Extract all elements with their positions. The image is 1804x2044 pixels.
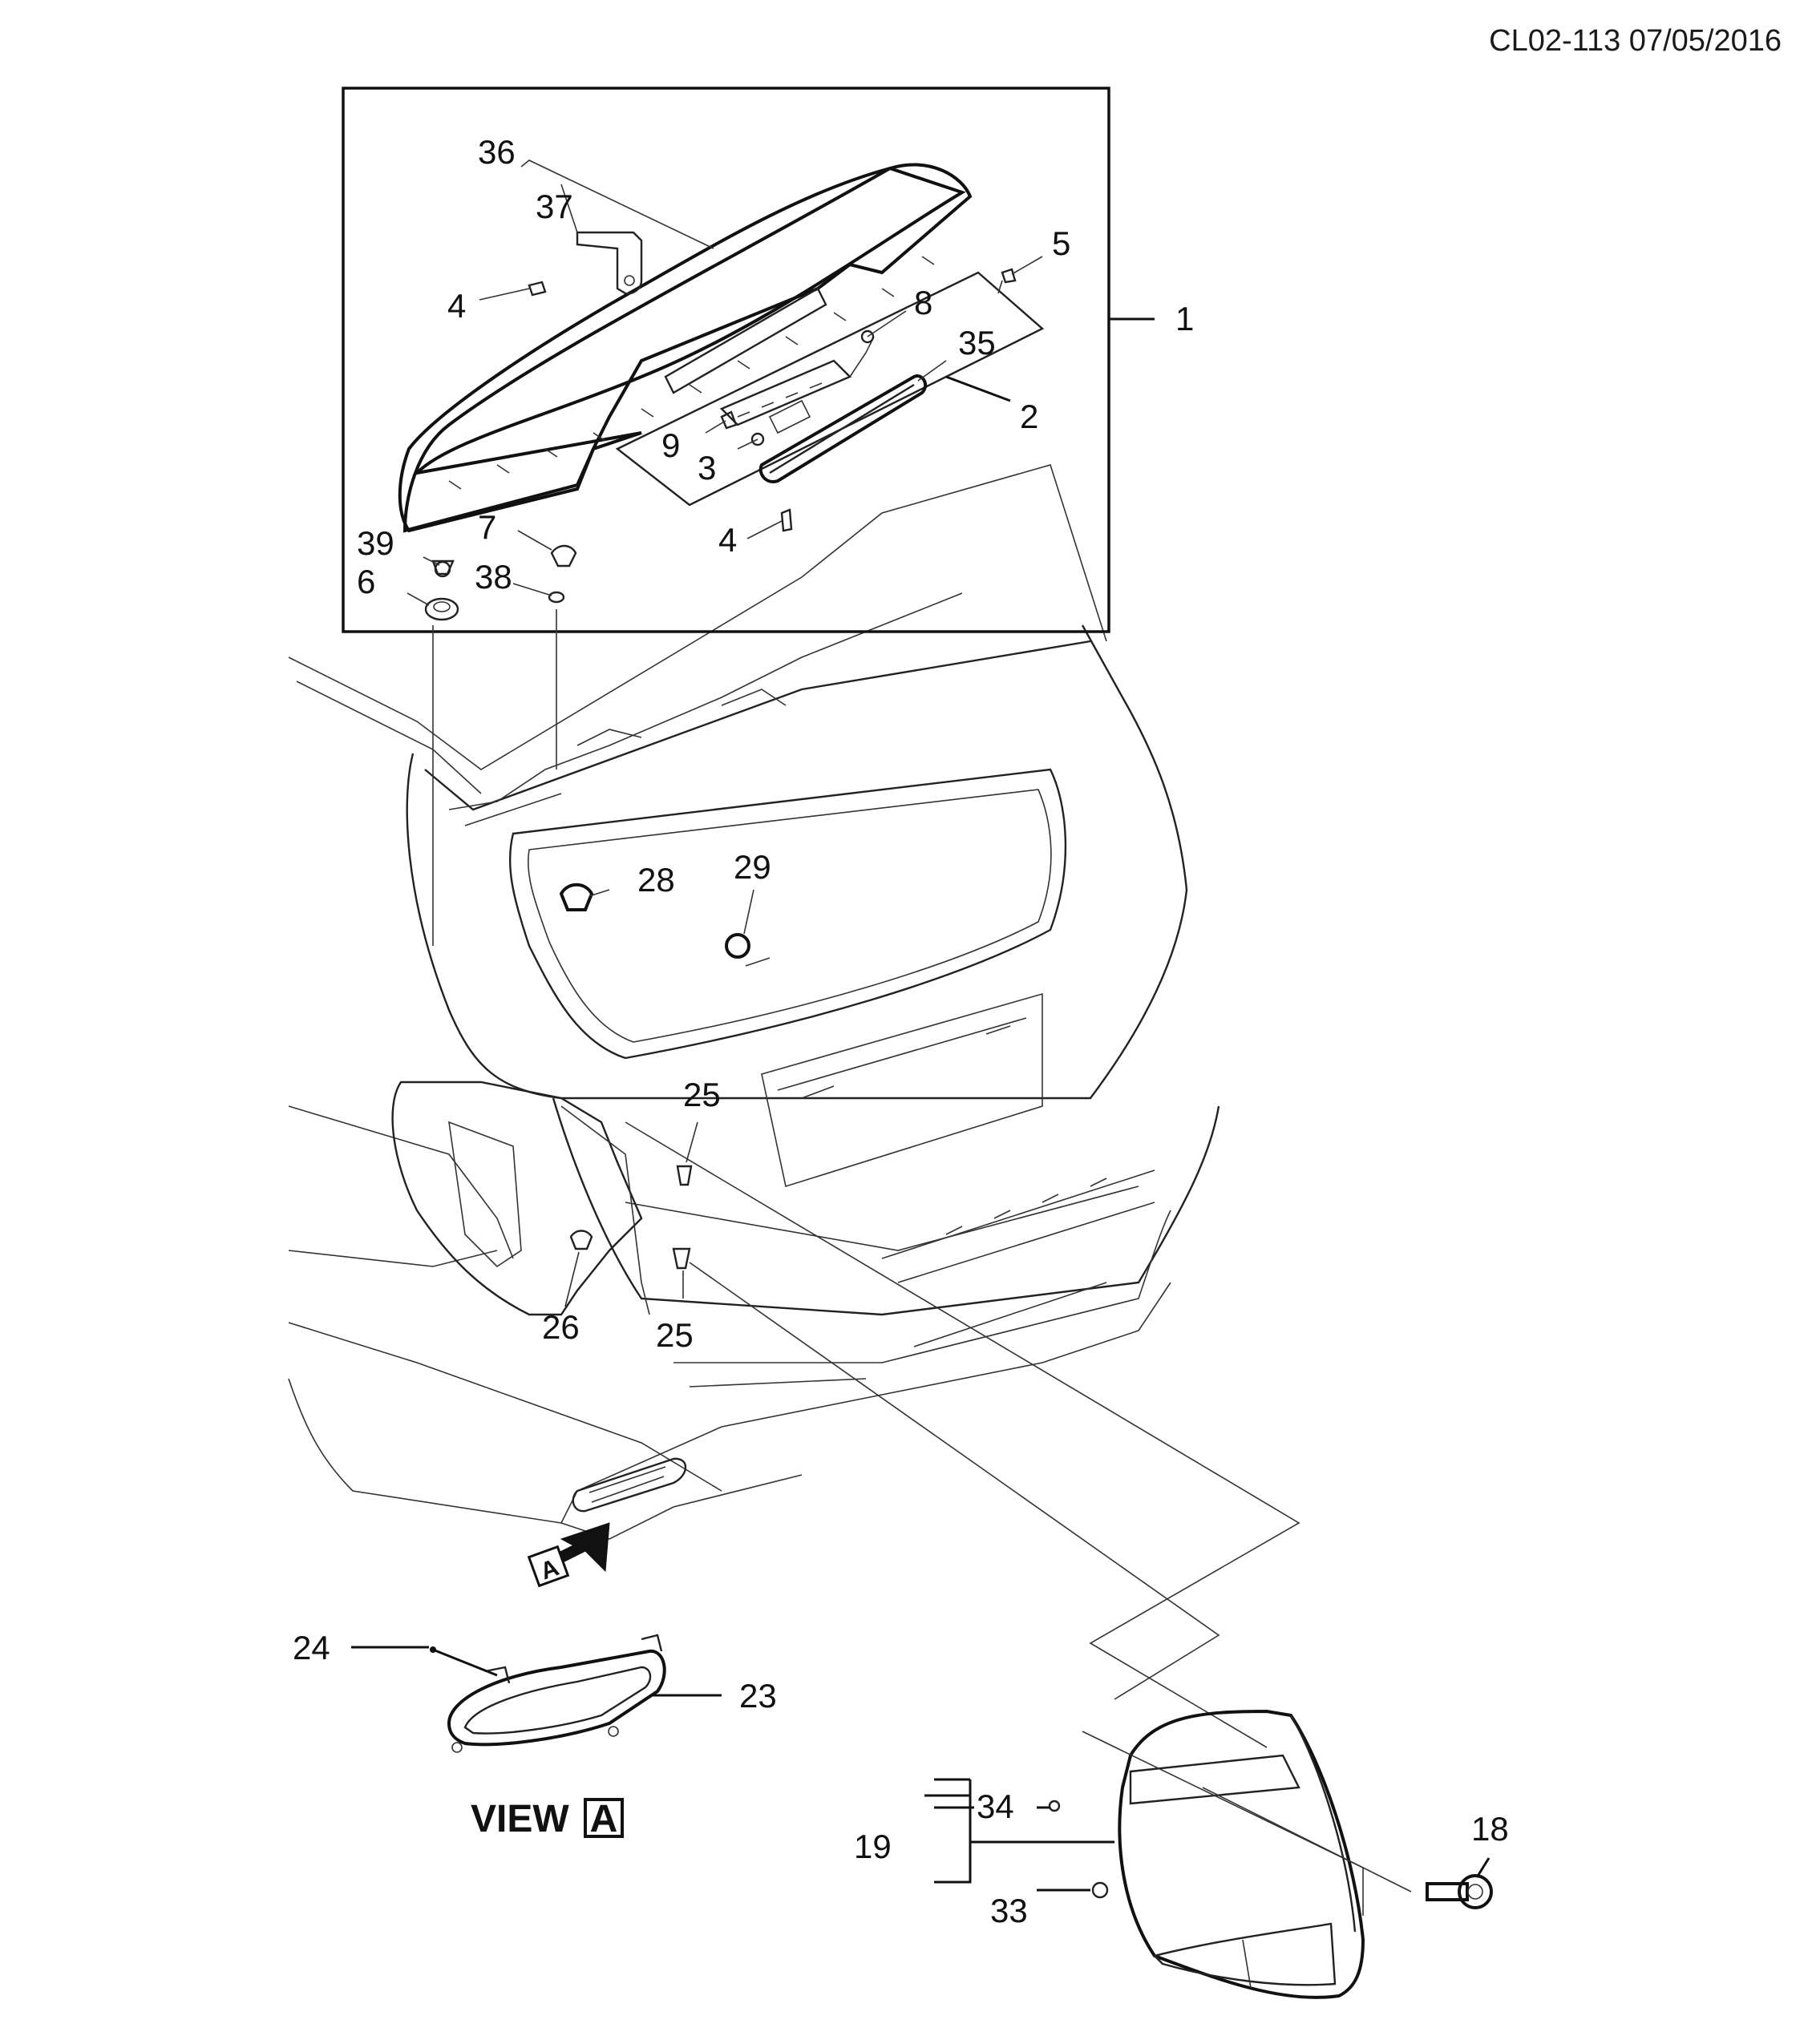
tail-lamp-icon [1118, 1709, 1365, 1999]
callout-28: 28 [637, 861, 675, 899]
fastener-icon [1048, 1800, 1493, 1909]
callout-36: 36 [478, 133, 516, 171]
callout-37: 37 [536, 188, 573, 225]
callout-2: 2 [1020, 398, 1038, 435]
callout-9: 9 [661, 426, 680, 464]
callout-25-lower: 25 [656, 1316, 694, 1354]
callout-6: 6 [357, 563, 375, 600]
assembly-1-box [342, 87, 1110, 633]
callout-38: 38 [475, 558, 512, 596]
view-label: VIEW [471, 1798, 569, 1840]
callout-leaders [1082, 1731, 1412, 1916]
callout-39: 39 [357, 524, 394, 562]
callout-5: 5 [1052, 224, 1070, 262]
callout-23: 23 [739, 1677, 777, 1715]
callout-4-lower: 4 [718, 521, 737, 559]
callout-leaders [351, 1646, 722, 1697]
callout-3: 3 [698, 449, 716, 487]
callout-35: 35 [958, 324, 996, 362]
callout-34: 34 [977, 1787, 1014, 1825]
callout-leaders [407, 160, 1043, 946]
high-mount-stop-lamp-icon [719, 329, 928, 483]
callout-18: 18 [1471, 1810, 1509, 1848]
view-label-letter: A [590, 1798, 618, 1840]
callouts: 36 37 4 5 8 35 2 9 3 4 39 7 6 38 28 29 2… [357, 133, 1509, 1929]
rear-spoiler-icon [398, 163, 973, 533]
callout-26: 26 [542, 1308, 580, 1346]
callout-19: 19 [854, 1828, 892, 1865]
callout-24: 24 [293, 1629, 330, 1666]
callout-25: 25 [683, 1076, 721, 1113]
view-letter-box [584, 1798, 624, 1838]
fastener-icon [576, 231, 643, 295]
callout-4: 4 [447, 287, 466, 325]
fastener-icon [559, 883, 750, 1270]
vehicle-rear-outline-icon: A [288, 464, 1220, 1588]
callout-33: 33 [990, 1892, 1028, 1929]
callout-leaders [564, 889, 1300, 1748]
callout-29: 29 [734, 848, 771, 886]
bumper-reflector-icon [447, 1634, 666, 1753]
callout-1: 1 [1175, 300, 1194, 337]
fastener-icon [424, 268, 1017, 621]
callout-8: 8 [914, 284, 932, 321]
callout-7: 7 [478, 508, 496, 546]
callout-leaders [924, 1778, 1491, 1892]
document-id: CL02-113 07/05/2016 [1489, 24, 1782, 58]
bumper-reflector-icon [572, 1457, 687, 1513]
